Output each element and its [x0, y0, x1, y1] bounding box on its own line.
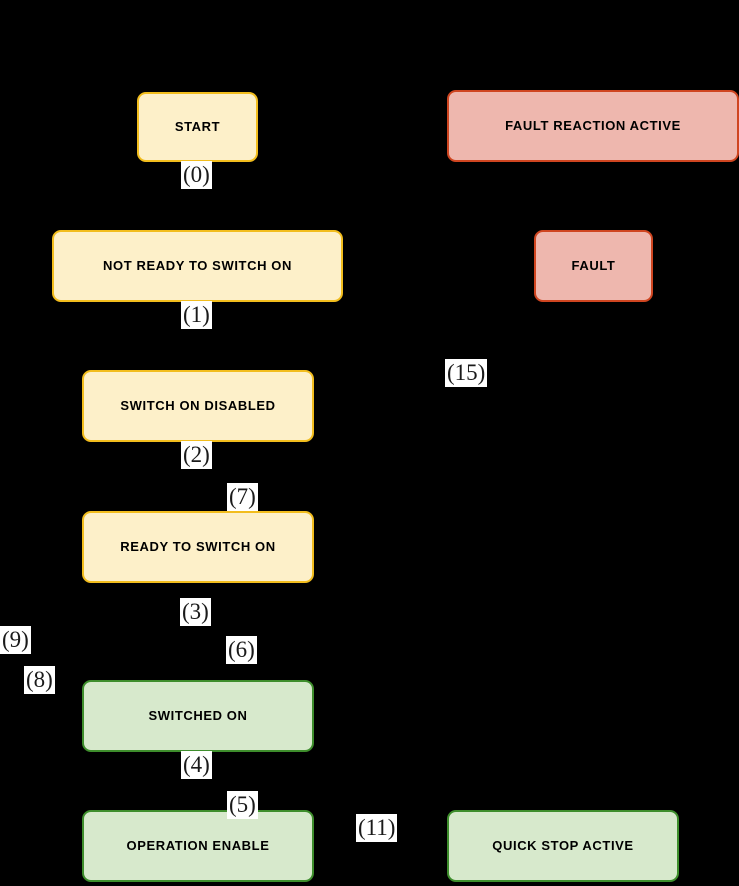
transition-label-t1: (1): [181, 301, 212, 329]
transition-label-t2: (2): [181, 441, 212, 469]
state-box-fault[interactable]: FAULT: [534, 230, 653, 302]
transition-label-t3: (3): [180, 598, 211, 626]
transition-label-t0: (0): [181, 161, 212, 189]
transition-label-t5: (5): [227, 791, 258, 819]
state-label-start: START: [174, 118, 221, 134]
state-box-operation-enable[interactable]: OPERATION ENABLE: [82, 810, 314, 882]
transition-label-t15: (15): [445, 359, 488, 387]
transition-label-t8: (8): [24, 666, 55, 694]
state-box-fault-reaction-active[interactable]: FAULT REACTION ACTIVE: [447, 90, 739, 162]
state-label-ready-to-switch-on: READY TO SWITCH ON: [120, 538, 276, 554]
state-label-quick-stop-active: QUICK STOP ACTIVE: [492, 837, 634, 853]
state-label-switch-on-disabled: SWITCH ON DISABLED: [120, 397, 276, 413]
state-box-quick-stop-active[interactable]: QUICK STOP ACTIVE: [447, 810, 679, 882]
transition-label-t4: (4): [181, 751, 212, 779]
state-label-not-ready-to-switch-on: NOT READY TO SWITCH ON: [103, 257, 292, 273]
transition-label-t11: (11): [356, 814, 398, 842]
state-box-ready-to-switch-on[interactable]: READY TO SWITCH ON: [82, 511, 314, 583]
transition-label-t9: (9): [0, 626, 31, 654]
state-label-operation-enable: OPERATION ENABLE: [126, 837, 270, 853]
state-box-switched-on[interactable]: SWITCHED ON: [82, 680, 314, 752]
transition-label-t7: (7): [227, 483, 258, 511]
state-label-fault-reaction-active: FAULT REACTION ACTIVE: [505, 117, 681, 133]
state-label-switched-on: SWITCHED ON: [148, 707, 248, 723]
state-label-fault: FAULT: [571, 257, 616, 273]
state-box-start[interactable]: START: [137, 92, 258, 162]
transition-label-t6: (6): [226, 636, 257, 664]
state-box-not-ready-to-switch-on[interactable]: NOT READY TO SWITCH ON: [52, 230, 343, 302]
state-box-switch-on-disabled[interactable]: SWITCH ON DISABLED: [82, 370, 314, 442]
